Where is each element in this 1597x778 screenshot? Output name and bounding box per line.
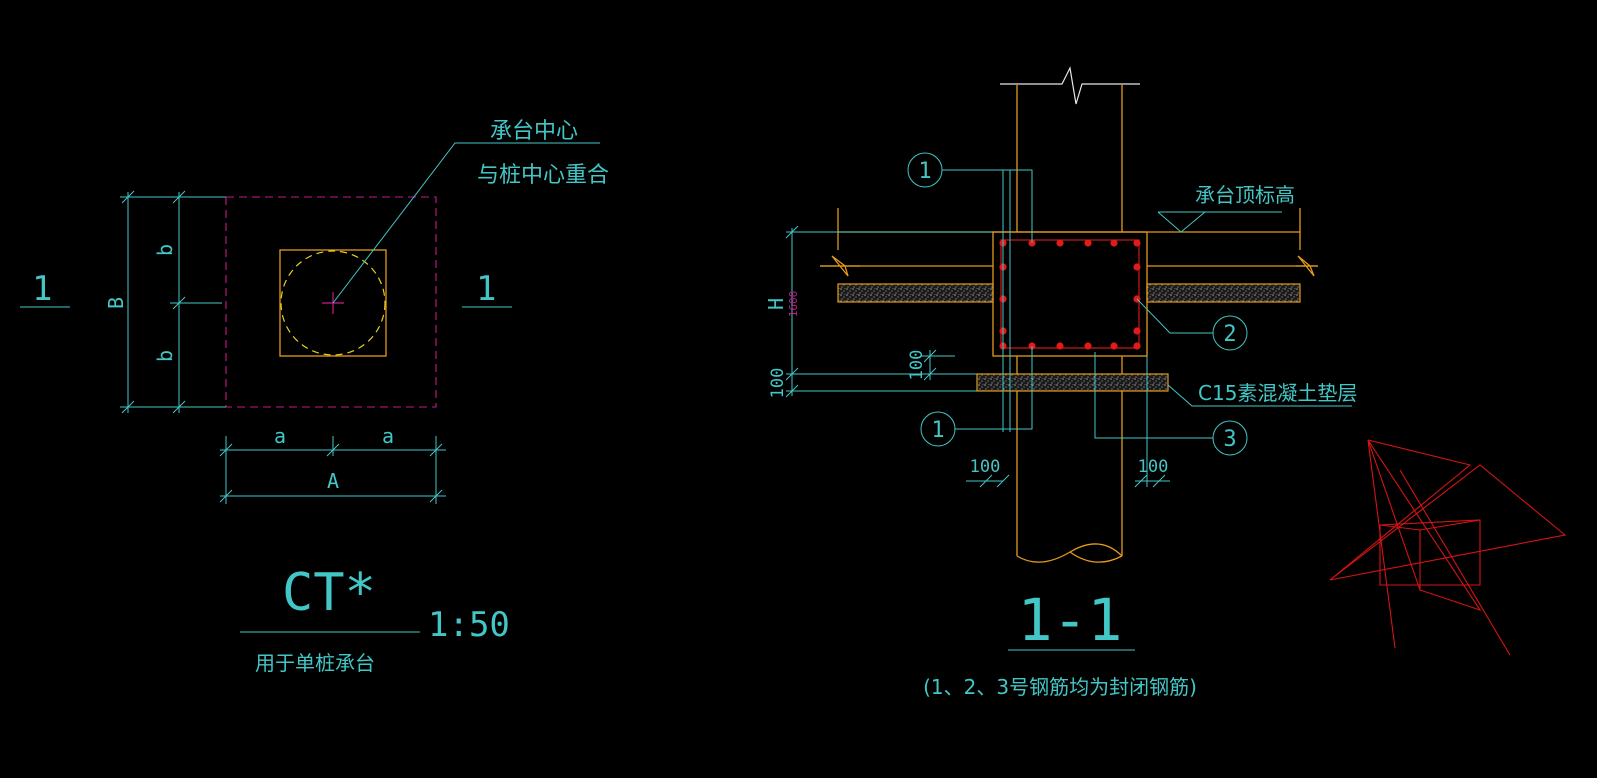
dim-b-bottom-label: b	[153, 350, 177, 362]
dim-100-left-label: 100	[768, 368, 788, 399]
cushion-leader	[1167, 384, 1352, 407]
tick-b-top	[172, 190, 186, 204]
note-line1: 承台中心	[490, 119, 578, 144]
plan-view: 1 1 承台中心 与桩中心重合 B b b	[20, 119, 609, 675]
tick-100-br-right	[1152, 474, 1166, 488]
rebar-dot	[1133, 327, 1141, 335]
dim-100-mid-label: 100	[907, 350, 927, 381]
note-leader	[332, 142, 600, 304]
rebar-dot	[1056, 342, 1064, 350]
tick-b-bottom	[172, 400, 186, 414]
pile-square	[279, 249, 387, 357]
tick-100-bottom	[785, 384, 799, 398]
dim-B-label: B	[104, 297, 128, 309]
rebar-dot	[1133, 239, 1141, 247]
slab-band-right	[1146, 283, 1301, 303]
break-line-icon	[1000, 66, 1140, 105]
section-view: 承台顶标高 1 2 1 3 C15素混凝土垫层 H 1600	[764, 66, 1357, 699]
rebar-dot	[1110, 342, 1118, 350]
dim-a-right-label: a	[382, 424, 394, 448]
plan-scale: 1:50	[428, 605, 510, 645]
dim-A-label: A	[327, 469, 339, 493]
tick-H-bottom	[785, 367, 799, 381]
tick-a-left	[219, 443, 233, 457]
ucs-3d-axis-icon	[1329, 439, 1567, 656]
tick-B-bottom	[121, 400, 135, 414]
leader-1-bottom	[955, 346, 1033, 430]
cap-dashed-outline	[225, 196, 437, 408]
rebar-dot	[1133, 263, 1141, 271]
section-title: 1-1	[1018, 586, 1123, 654]
leader-2	[1136, 298, 1213, 334]
tick-a-center	[326, 443, 340, 457]
rebar-dot	[1056, 239, 1064, 247]
plan-subtitle: 用于单桩承台	[255, 651, 375, 675]
tick-A-left	[219, 489, 233, 503]
bubble-2-label: 2	[1223, 322, 1236, 347]
pile-cap-outline	[992, 231, 1148, 357]
rebar-dot	[1110, 239, 1118, 247]
note-line2: 与桩中心重合	[477, 163, 609, 188]
rebar-dot	[1133, 342, 1141, 350]
tick-100-mid-bottom	[923, 367, 937, 381]
tick-B-top	[121, 190, 135, 204]
section-mark-right: 1	[476, 269, 496, 309]
dim-H-label: H	[764, 298, 788, 310]
leader-3	[1094, 352, 1213, 439]
top-elevation-label: 承台顶标高	[1195, 183, 1295, 207]
dim-100-bottom-right-label: 100	[1138, 457, 1169, 477]
elevation-triangle	[1157, 211, 1207, 233]
section-mark-left: 1	[32, 269, 52, 309]
tick-100-bl-right	[996, 474, 1010, 488]
bubble-1-top-label: 1	[918, 159, 931, 184]
rebar-dot	[1084, 342, 1092, 350]
plan-title: CT*	[282, 563, 376, 623]
slab-band-left	[837, 283, 994, 303]
tick-b-mid	[172, 296, 186, 310]
bubble-1-bottom-label: 1	[931, 418, 944, 443]
rebar-dots	[999, 239, 1141, 350]
rebar-cage	[1000, 239, 1140, 349]
cushion-pad	[976, 373, 1169, 392]
tick-a-right	[429, 443, 443, 457]
tick-H-top	[785, 225, 799, 239]
dim-b-top-label: b	[153, 244, 177, 256]
tick-100-br-left	[1134, 474, 1148, 488]
bubble-3-label: 3	[1223, 427, 1236, 452]
leader-1-top	[942, 169, 1033, 243]
tick-A-right	[429, 489, 443, 503]
pile-circle	[280, 250, 386, 356]
tick-100-mid-top	[923, 349, 937, 363]
dim-H-value: 1600	[787, 291, 800, 318]
section-note: (1、2、3号钢筋均为封闭钢筋)	[923, 675, 1197, 699]
dim-a-left-label: a	[274, 424, 286, 448]
tick-100-bl-left	[979, 474, 993, 488]
cushion-label: C15素混凝土垫层	[1198, 381, 1357, 405]
rebar-dot	[1084, 239, 1092, 247]
dim-100-bottom-left-label: 100	[970, 457, 1001, 477]
pile-break-curve	[1016, 543, 1123, 563]
